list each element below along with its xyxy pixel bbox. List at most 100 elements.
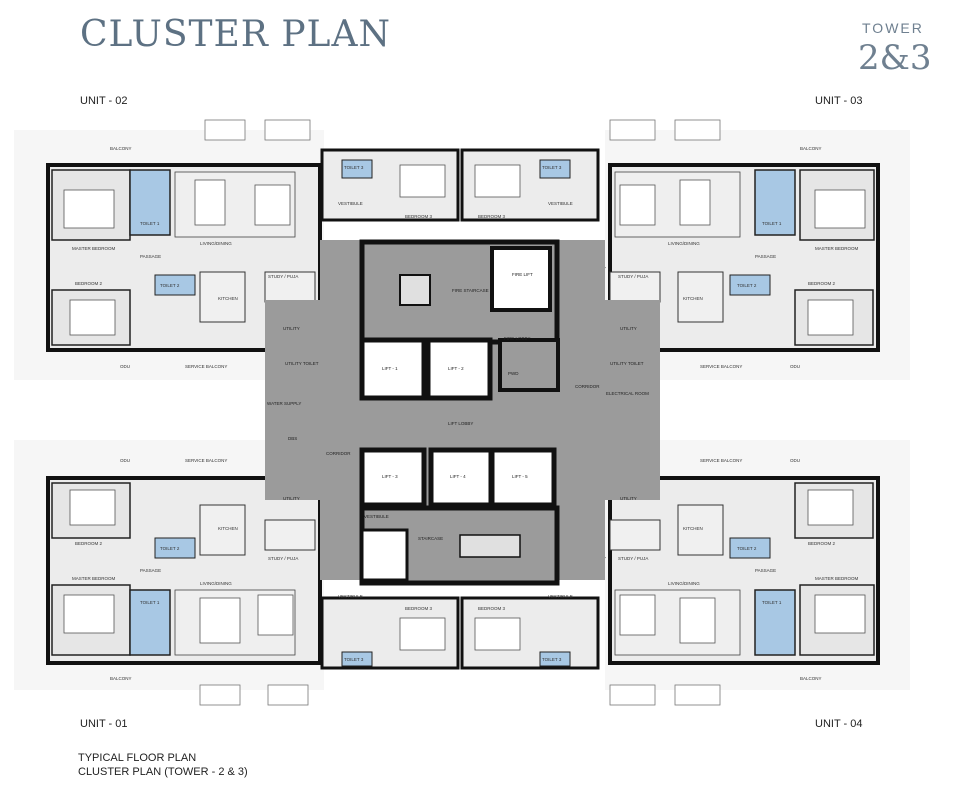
bed-3-top-right — [474, 164, 521, 198]
unit-01-service-balcony-label: SERVICE BALCONY — [185, 458, 227, 463]
unit-04-bedroom-2-label: BEDROOM 2 — [808, 541, 836, 546]
unit-01-balcony-label: BALCONY — [110, 676, 132, 681]
unit-02-master-bedroom-label: MASTER BEDROOM — [72, 246, 116, 251]
unit-02-toilet-1 — [129, 169, 171, 236]
unit-02-bed — [63, 189, 115, 229]
unit-04-study — [609, 519, 661, 551]
unit-03-balcony-label: BALCONY — [800, 146, 822, 151]
unit-03-service-balcony-label: SERVICE BALCONY — [700, 364, 742, 369]
lift-3 — [359, 447, 427, 508]
unit-01-sofa — [257, 594, 294, 636]
unit-02-toilet-1-label: TOILET 1 — [140, 221, 160, 226]
unit-01-kitchen — [199, 504, 246, 556]
unit-03-study-label: STUDY / PUJA — [618, 274, 648, 279]
lift-lobby-label: LIFT LOBBY — [448, 421, 473, 426]
unit-04-odu-label: ODU — [790, 458, 800, 463]
unit-01-bedroom-2-label: BEDROOM 2 — [75, 541, 103, 546]
unit-03-toilet-1-label: TOILET 1 — [762, 221, 782, 226]
unit-01-toilet-2 — [154, 537, 196, 559]
fire-lobby-label: FIRE LOBBY — [504, 336, 531, 341]
unit-02-balcony-furniture-2 — [264, 119, 311, 141]
unit-04-service-balcony-label: SERVICE BALCONY — [700, 458, 742, 463]
unit-02-study — [264, 271, 316, 303]
staircase-flight — [459, 534, 521, 558]
unit-01-master-bedroom-label: MASTER BEDROOM — [72, 576, 116, 581]
unit-03-master-bedroom-label: MASTER BEDROOM — [815, 246, 859, 251]
toilet-3-bottom-right — [539, 651, 571, 667]
unit-02-study-label: STUDY / PUJA — [268, 274, 298, 279]
unit-01-bed-2 — [69, 489, 116, 526]
unit-01-label: UNIT - 01 — [80, 718, 128, 730]
bedroom-3-label-tr: BEDROOM 3 — [478, 214, 506, 219]
unit-03-study — [609, 271, 661, 303]
toilet-3-bottom-left — [341, 651, 373, 667]
unit-01-odu-label: ODU — [120, 458, 130, 463]
unit-04-master-bedroom-label: MASTER BEDROOM — [815, 576, 859, 581]
utility-label-tl: UTILITY — [283, 326, 300, 331]
unit-03-toilet-2-label: TOILET 2 — [737, 283, 757, 288]
unit-03-bed-2 — [807, 299, 854, 336]
fire-staircase-label: FIRE STAIRCASE — [452, 288, 489, 293]
unit-02-kitchen-label: KITCHEN — [218, 296, 238, 301]
unit-04-sofa — [619, 594, 656, 636]
lift-3-label: LIFT - 3 — [382, 474, 398, 479]
unit-03-balcony-furniture-2 — [674, 119, 721, 141]
central-core: FIRE STAIRCASE FIRE LIFT FIRE LOBBY LIFT… — [265, 239, 660, 586]
vestibule-label-bl: VESTIBULE — [338, 594, 363, 599]
fire-lift-label: FIRE LIFT — [512, 272, 533, 277]
toilet-3-label-tr: TOILET 3 — [542, 165, 562, 170]
utility-label-br: UTILITY — [620, 496, 637, 501]
unit-04-toilet-2-label: TOILET 2 — [737, 546, 757, 551]
unit-02-living-label: LIVING/DINING — [200, 241, 232, 246]
unit-03-bedroom-2-label: BEDROOM 2 — [808, 281, 836, 286]
unit-02-balcony-label: BALCONY — [110, 146, 132, 151]
unit-01-passage-label: PASSAGE — [140, 568, 161, 573]
unit-02-service-balcony-label: SERVICE BALCONY — [185, 364, 227, 369]
unit-04-bed — [814, 594, 866, 634]
unit-01-kitchen-label: KITCHEN — [218, 526, 238, 531]
lift-4-label: LIFT - 4 — [450, 474, 466, 479]
unit-04-balcony-label: BALCONY — [800, 676, 822, 681]
unit-04-kitchen-label: KITCHEN — [683, 526, 703, 531]
vestibule-label-tl: VESTIBULE — [338, 201, 363, 206]
bedroom-3-label-br: BEDROOM 3 — [478, 606, 506, 611]
unit-01-toilet-1-label: TOILET 1 — [140, 600, 160, 605]
unit-01-living-label: LIVING/DINING — [200, 581, 232, 586]
unit-03-plan: MASTER BEDROOM LIVING/DINING PASSAGE TOI… — [605, 119, 910, 380]
toilet-3-label-tl: TOILET 3 — [344, 165, 364, 170]
utility-toilet-label-right: UTILITY TOILET — [610, 361, 644, 366]
bedroom-3-label-bl: BEDROOM 3 — [405, 606, 433, 611]
unit-03-kitchen — [677, 271, 724, 323]
unit-02-sofa — [254, 184, 291, 226]
unit-01-balcony-furniture — [199, 684, 241, 706]
toilet-3-label-br: TOILET 3 — [542, 657, 562, 662]
unit-04-living-label: LIVING/DINING — [668, 581, 700, 586]
tower-label: TOWER — [862, 20, 924, 36]
unit-02-passage-label: PASSAGE — [140, 254, 161, 259]
utility-toilet-label-left: UTILITY TOILET — [285, 361, 319, 366]
bed-3-bottom-left — [399, 617, 446, 651]
unit-02-balcony-furniture — [204, 119, 246, 141]
unit-01-toilet-1 — [129, 589, 171, 656]
unit-01-balcony-furniture-2 — [267, 684, 309, 706]
unit-03-bed — [814, 189, 866, 229]
unit-03-passage-label: PASSAGE — [755, 254, 776, 259]
unit-04-balcony-furniture-2 — [674, 684, 721, 706]
fire-staircase-well — [399, 274, 431, 306]
fire-lift — [490, 246, 552, 312]
utility-label-bl: UTILITY — [283, 496, 300, 501]
core-vestibule-label: VESTIBULE — [364, 514, 389, 519]
unit-03-label: UNIT - 03 — [815, 95, 863, 107]
water-supply-label: WATER SUPPLY — [267, 401, 301, 406]
unit-01-dining-table — [199, 597, 241, 644]
lift-1-label: LIFT - 1 — [382, 366, 398, 371]
lift-1 — [359, 337, 427, 401]
unit-02-odu-label: ODU — [120, 364, 130, 369]
unit-04-passage-label: PASSAGE — [755, 568, 776, 573]
unit-01-study — [264, 519, 316, 551]
pwd-shaft — [498, 338, 560, 392]
toilet-3-top-right — [539, 159, 571, 179]
unit-03-toilet-2 — [729, 274, 771, 296]
unit-02-label: UNIT - 02 — [80, 95, 128, 107]
